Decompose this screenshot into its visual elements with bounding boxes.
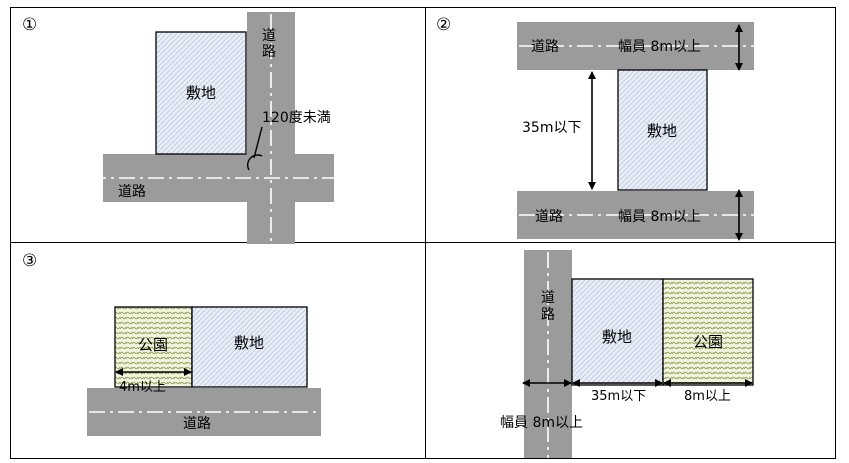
panel-1-number: ① bbox=[22, 15, 37, 35]
panel-3-park-label: 公園 bbox=[138, 336, 168, 354]
panel-3-park-width: 4m以上 bbox=[119, 380, 166, 395]
panel-4-site-label: 敷地 bbox=[602, 328, 632, 346]
panel-2-road-top-label: 道路 bbox=[531, 39, 559, 55]
panel-1-road-vertical-label-2: 路 bbox=[262, 44, 276, 60]
panel-3-park bbox=[114, 306, 193, 388]
panel-1: ① 敷地 道 路 道路 120度未満 bbox=[22, 12, 356, 244]
panel-3-site bbox=[191, 306, 308, 388]
panel-4-site-width: 35m以下 bbox=[591, 389, 646, 404]
outer-frame bbox=[10, 7, 836, 459]
panel-2-road-bottom-width: 幅員 8m以上 bbox=[618, 209, 701, 225]
panel-2-number: ② bbox=[436, 15, 451, 35]
panel-2-road-bottom-label: 道路 bbox=[535, 209, 563, 225]
panel-4: 道 路 敷地 公園 幅員 8m以上 35m以下 8m以上 bbox=[500, 250, 754, 458]
panel-1-angle-note: 120度未満 bbox=[262, 110, 331, 126]
panel-3: ③ 道路 公園 敷地 4m以上 bbox=[22, 251, 321, 436]
panel-1-site-label: 敷地 bbox=[186, 84, 216, 102]
panel-4-road-width: 幅員 8m以上 bbox=[500, 415, 583, 431]
panel-2-road-top-width: 幅員 8m以上 bbox=[618, 39, 701, 55]
panel-3-road-label: 道路 bbox=[183, 416, 211, 432]
panel-4-road-vertical-label-1: 道 bbox=[541, 290, 555, 306]
panel-2: ② 道路 幅員 8m以上 道路 幅員 8m以上 敷地 35m以下 bbox=[436, 15, 754, 241]
panel-3-number: ③ bbox=[22, 251, 37, 271]
panel-4-park-label: 公園 bbox=[693, 333, 723, 351]
panel-4-park-width: 8m以上 bbox=[684, 389, 731, 404]
panel-1-angle-arc bbox=[246, 154, 263, 171]
panel-1-site bbox=[155, 31, 247, 155]
panel-4-road-vertical-label-2: 路 bbox=[541, 307, 555, 323]
panel-1-road-horizontal-label: 道路 bbox=[118, 184, 146, 200]
panel-1-leader-line bbox=[253, 126, 263, 159]
panel-2-site bbox=[617, 69, 708, 191]
panel-1-road-vertical-label-1: 道 bbox=[262, 28, 276, 44]
panel-4-park bbox=[662, 278, 754, 386]
panel-3-site-label: 敷地 bbox=[234, 334, 264, 352]
panel-2-site-label: 敷地 bbox=[647, 122, 677, 140]
panel-2-distance-label: 35m以下 bbox=[522, 120, 581, 136]
